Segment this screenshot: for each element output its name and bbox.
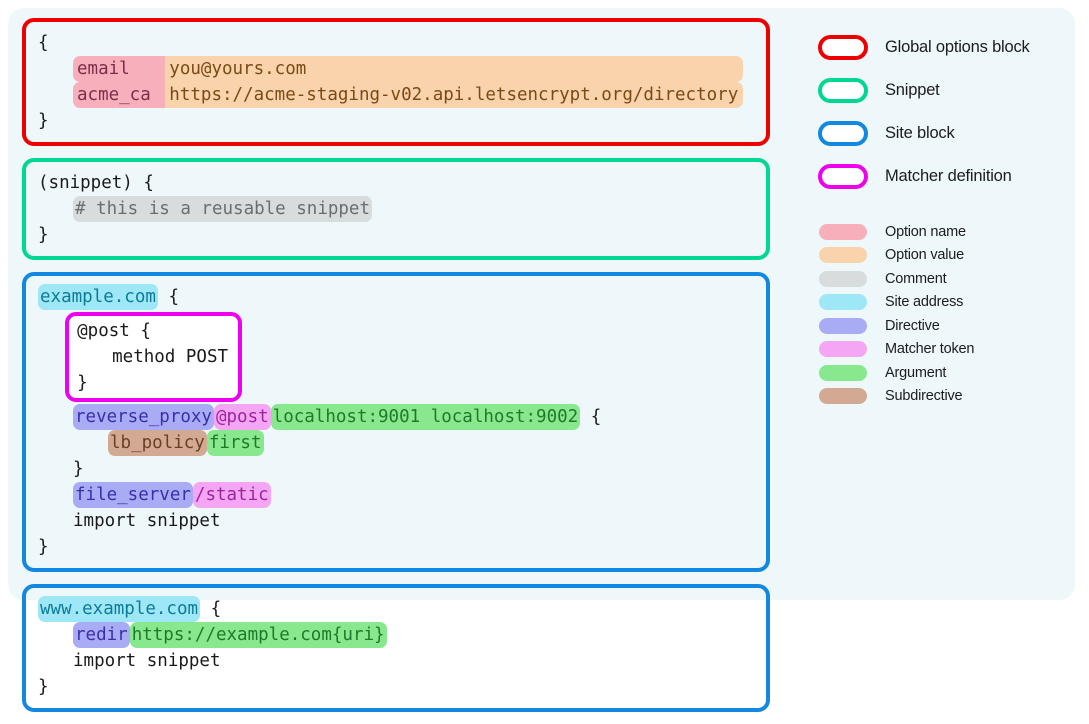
snippet-close-brace: } <box>38 225 49 245</box>
legend-row-subdirective: Subdirective <box>818 385 1088 409</box>
caddyfile-code-column: { email you@yours.com acme_ca https://ac… <box>22 18 770 724</box>
legend-row-site-block: Site block <box>818 112 1088 155</box>
site1-import-line: import snippet <box>73 511 221 531</box>
legend-label-site-address: Site address <box>885 294 964 311</box>
matcher-header: @post { <box>77 321 151 341</box>
site1-open-brace: { <box>157 287 179 307</box>
site-block-example-com: example.com { @post { method POST } reve… <box>22 272 770 572</box>
argument-token-upstreams: localhost:9001 localhost:9002 <box>270 404 581 430</box>
matcher-body: method POST <box>112 347 229 367</box>
snippet-header: (snippet) { <box>38 173 154 193</box>
option-name-email: email <box>73 56 166 82</box>
argument-token-first: first <box>206 430 264 456</box>
matcher-token-static: /static <box>192 482 271 508</box>
diagram-panel: { email you@yours.com acme_ca https://ac… <box>8 8 1075 712</box>
legend-label-snippet: Snippet <box>885 81 940 99</box>
snippet-comment-line: # this is a reusable snippet <box>38 196 756 222</box>
site1-header-line: example.com { <box>38 284 756 310</box>
site-address-token: example.com <box>38 284 158 310</box>
directive-token-file-server: file_server <box>73 482 193 508</box>
outline-swatch-green-icon <box>818 78 868 103</box>
legend-label-option-name: Option name <box>885 223 966 240</box>
legend-token-colors: Option name Option value Comment Site ad… <box>818 220 1088 408</box>
option-name-acme-ca: acme_ca <box>73 82 166 108</box>
legend-label-global-options-block: Global options block <box>885 38 1030 56</box>
color-swatch-option-name-icon <box>819 223 867 240</box>
legend-row-snippet: Snippet <box>818 69 1088 112</box>
matcher-token-post: @post <box>213 404 271 430</box>
legend-row-global-options-block: Global options block <box>818 26 1088 69</box>
global-close-brace: } <box>38 111 49 131</box>
global-open-brace: { <box>38 33 49 53</box>
legend: Global options block Snippet Site block … <box>818 26 1088 408</box>
color-swatch-argument-icon <box>819 364 867 381</box>
legend-row-option-name: Option name <box>818 220 1088 244</box>
color-swatch-site-address-icon <box>819 294 867 311</box>
legend-label-matcher-token: Matcher token <box>885 341 975 358</box>
legend-label-option-value: Option value <box>885 247 965 264</box>
directive-token-reverse-proxy: reverse_proxy <box>73 404 214 430</box>
color-swatch-matcher-token-icon <box>819 341 867 358</box>
subdirective-token-lb-policy: lb_policy <box>108 430 207 456</box>
global-options-grid: email you@yours.com acme_ca https://acme… <box>73 56 744 108</box>
legend-label-matcher-definition: Matcher definition <box>885 167 1012 185</box>
outline-swatch-red-icon <box>818 35 868 60</box>
comment-token: # this is a reusable snippet <box>73 196 373 222</box>
option-value-email: you@yours.com <box>165 56 744 82</box>
legend-row-option-value: Option value <box>818 244 1088 268</box>
matcher-definition-block: @post { method POST } <box>65 312 243 402</box>
site-address-token-www: www.example.com <box>38 596 201 622</box>
reverse-proxy-open-brace: { <box>580 407 602 427</box>
site2-close-brace: } <box>38 677 49 697</box>
global-options-block: { email you@yours.com acme_ca https://ac… <box>22 18 770 146</box>
legend-row-argument: Argument <box>818 361 1088 385</box>
site2-header-line: www.example.com { <box>38 596 756 622</box>
site1-close-brace: } <box>38 537 49 557</box>
legend-row-comment: Comment <box>818 267 1088 291</box>
legend-label-argument: Argument <box>885 364 947 381</box>
legend-label-subdirective: Subdirective <box>885 388 963 405</box>
option-value-acme-ca: https://acme-staging-v02.api.letsencrypt… <box>165 82 744 108</box>
directive-token-redir: redir <box>73 622 130 648</box>
legend-row-matcher-definition: Matcher definition <box>818 155 1088 198</box>
outline-swatch-blue-icon <box>818 121 868 146</box>
reverse-proxy-close-brace: } <box>73 459 84 479</box>
color-swatch-directive-icon <box>819 317 867 334</box>
legend-row-site-address: Site address <box>818 291 1088 315</box>
legend-label-directive: Directive <box>885 317 940 334</box>
legend-label-comment: Comment <box>885 270 947 287</box>
color-swatch-comment-icon <box>819 270 867 287</box>
legend-row-matcher-token: Matcher token <box>818 338 1088 362</box>
file-server-line: file_server/static <box>38 482 756 508</box>
argument-token-redir-target: https://example.com{uri} <box>129 622 387 648</box>
site2-open-brace: { <box>200 599 222 619</box>
legend-row-directive: Directive <box>818 314 1088 338</box>
matcher-close-brace: } <box>77 373 88 393</box>
legend-label-site-block: Site block <box>885 124 955 142</box>
color-swatch-subdirective-icon <box>819 388 867 405</box>
color-swatch-option-value-icon <box>819 247 867 264</box>
outline-swatch-magenta-icon <box>818 164 868 189</box>
snippet-block: (snippet) { # this is a reusable snippet… <box>22 158 770 260</box>
site2-import-line: import snippet <box>73 651 221 671</box>
